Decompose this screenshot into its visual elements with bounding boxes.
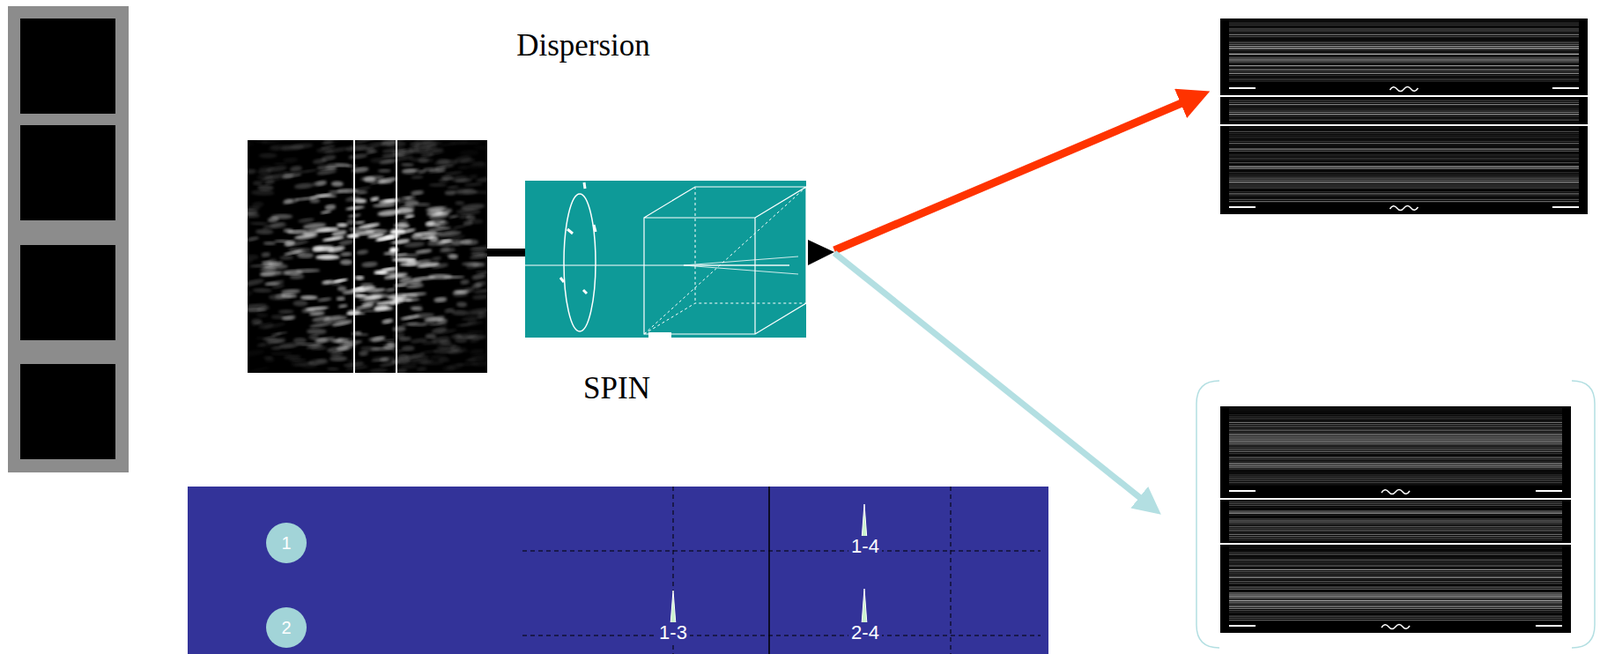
spectrum-lines [1220, 21, 1588, 211]
optics-box: SPIN [525, 180, 807, 338]
link-bar [487, 248, 527, 257]
slit-line [395, 140, 398, 373]
spectrum-image [1220, 18, 1588, 215]
axis [768, 486, 771, 654]
frame [20, 244, 116, 341]
speckle-image [247, 140, 488, 373]
slit-line [353, 140, 356, 373]
peak-label: 2-4 [848, 622, 882, 644]
grid [522, 486, 1041, 654]
heading-label: Dispersion [516, 29, 651, 64]
peaks [669, 503, 868, 637]
spectrum-image [1220, 406, 1571, 633]
frame [20, 18, 116, 114]
callout-circle: 1 [266, 522, 307, 563]
box-heading: SPIN [583, 371, 651, 407]
callout-number: 2 [281, 617, 291, 638]
peak-label: 1-4 [848, 535, 882, 557]
speckle-pattern [247, 140, 488, 373]
bracket [1196, 380, 1220, 648]
red-arrow [834, 96, 1199, 251]
frame-strip [7, 6, 129, 473]
callout-circle: 2 [266, 607, 307, 648]
frame [20, 363, 116, 460]
optics-drawing [525, 180, 807, 338]
frame [20, 125, 116, 221]
callout-number: 1 [281, 533, 291, 553]
bracket [1571, 380, 1595, 648]
peak-label: 1-3 [656, 622, 690, 644]
spectrum-lines [1220, 408, 1571, 630]
output-triangle [807, 239, 835, 266]
blue-arrow [834, 252, 1153, 508]
plot-panel [187, 486, 1049, 654]
